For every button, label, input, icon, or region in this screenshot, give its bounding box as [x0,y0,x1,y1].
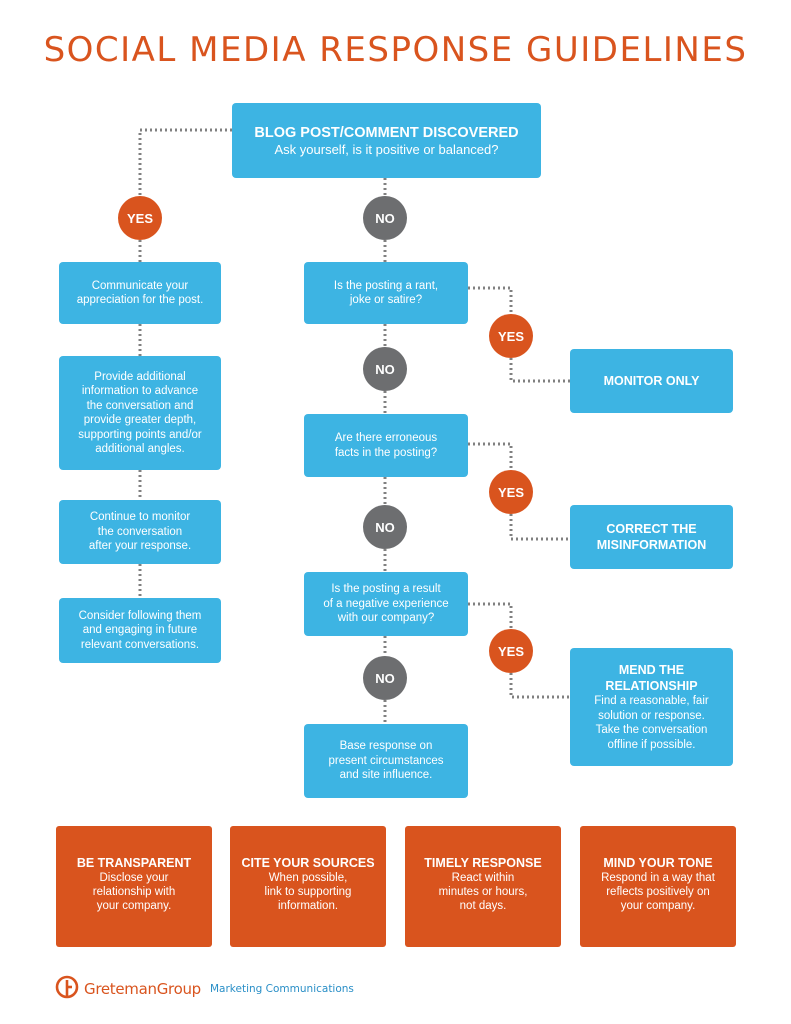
principle-3-title: TIMELY RESPONSE [424,856,542,870]
principle-card-timely: TIMELY RESPONSE React within minutes or … [405,826,561,947]
principle-card-sources: CITE YOUR SOURCES When possible, link to… [230,826,386,947]
yes-circle-start: YES [118,196,162,240]
connector-yes-out2 [509,514,570,541]
start-title: BLOG POST/COMMENT DISCOVERED [254,124,519,141]
principle-2-text: When possible, link to supporting inform… [264,872,352,912]
start-text: Ask yourself, is it positive or balanced… [274,141,499,157]
connector-q1-yes [468,286,513,314]
principle-2-title: CITE YOUR SOURCES [241,856,375,870]
page-title: SOCIAL MEDIA RESPONSE GUIDELINES [43,30,748,70]
no-circle-q3: NO [363,656,407,700]
left-step-1: Communicate your appreciation for the po… [59,262,221,324]
brand-logo-icon [55,975,79,999]
no-circle-q2: NO [363,505,407,549]
start-box: BLOG POST/COMMENT DISCOVERED Ask yoursel… [232,103,541,178]
question-2-text: Are there erroneous facts in the posting… [334,432,438,459]
left-step-3: Continue to monitor the conversation aft… [59,500,221,564]
left-step-2-text: Provide additional information to advanc… [78,370,202,456]
question-1-text: Is the posting a rant, joke or satire? [333,279,439,307]
outcome-3-text: Find a reasonable, fair solution or resp… [594,695,709,751]
question-2: Are there erroneous facts in the posting… [304,414,468,477]
connector-q3-yes [468,602,513,629]
question-3-text: Is the posting a result of a negative ex… [323,583,449,625]
yes-circle-q3: YES [489,629,533,673]
question-1: Is the posting a rant, joke or satire? [304,262,468,324]
outcome-mend-relationship: MEND THE RELATIONSHIP Find a reasonable,… [570,648,733,766]
question-3: Is the posting a result of a negative ex… [304,572,468,636]
principle-card-tone: MIND YOUR TONE Respond in a way that ref… [580,826,736,947]
left-step-4-text: Consider following them and engaging in … [78,609,202,651]
principle-1-text: Disclose your relationship with your com… [92,872,176,912]
yes-circle-q1: YES [489,314,533,358]
brand-tagline: Marketing Communications [210,983,354,995]
outcome-monitor-only: MONITOR ONLY [570,349,733,413]
no-circle-q1: NO [363,347,407,391]
left-step-1-text: Communicate your appreciation for the po… [76,279,204,307]
left-step-4: Consider following them and engaging in … [59,598,221,663]
final-step: Base response on present circumstances a… [304,724,468,798]
connector-yes-out3 [509,673,570,699]
left-step-3-text: Continue to monitor the conversation aft… [88,511,192,553]
principle-4-title: MIND YOUR TONE [603,856,713,870]
yes-circle-q2: YES [489,470,533,514]
connector-q2-yes [468,442,513,470]
principle-4-text: Respond in a way that reflects positivel… [601,872,715,912]
principle-1-title: BE TRANSPARENT [76,856,192,870]
outcome-3-title: MEND THE RELATIONSHIP [605,663,698,693]
outcome-2-title: CORRECT THE MISINFORMATION [596,522,707,552]
final-step-text: Base response on present circumstances a… [328,740,444,782]
principle-card-transparent: BE TRANSPARENT Disclose your relationshi… [56,826,212,947]
outcome-correct-misinformation: CORRECT THE MISINFORMATION [570,505,733,569]
connector-start-yes [138,128,232,196]
principle-3-text: React within minutes or hours, not days. [438,872,528,912]
brand-name: GretemanGroup [84,980,201,998]
no-circle-start: NO [363,196,407,240]
outcome-1-title: MONITOR ONLY [603,374,700,388]
connector-yes-out1 [509,358,570,383]
left-step-2: Provide additional information to advanc… [59,356,221,470]
